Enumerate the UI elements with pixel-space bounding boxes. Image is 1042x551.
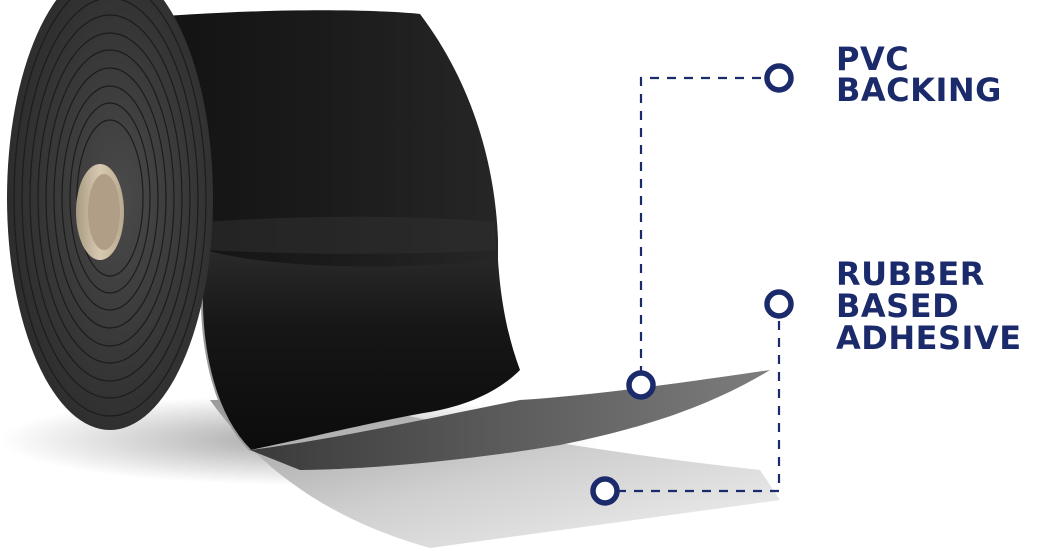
adhesive-callout-end-marker-icon (767, 292, 791, 316)
rubber-adhesive-label-line: RUBBER (836, 258, 1022, 290)
pvc-callout-end-marker-icon (767, 66, 791, 90)
adhesive-callout-start-marker-icon (593, 479, 617, 503)
rubber-adhesive-label-line: BASED (836, 290, 1022, 322)
pvc-callout-start-marker-icon (629, 373, 653, 397)
pvc-backing-label: PVC BACKING (836, 44, 1002, 106)
pvc-callout-line (641, 78, 768, 375)
rubber-adhesive-label: RUBBER BASED ADHESIVE (836, 258, 1022, 354)
roll-core-inner (88, 174, 120, 250)
rubber-adhesive-label-line: ADHESIVE (836, 322, 1022, 354)
roll-highlight (205, 217, 496, 254)
pvc-backing-label-line: BACKING (836, 75, 1002, 106)
